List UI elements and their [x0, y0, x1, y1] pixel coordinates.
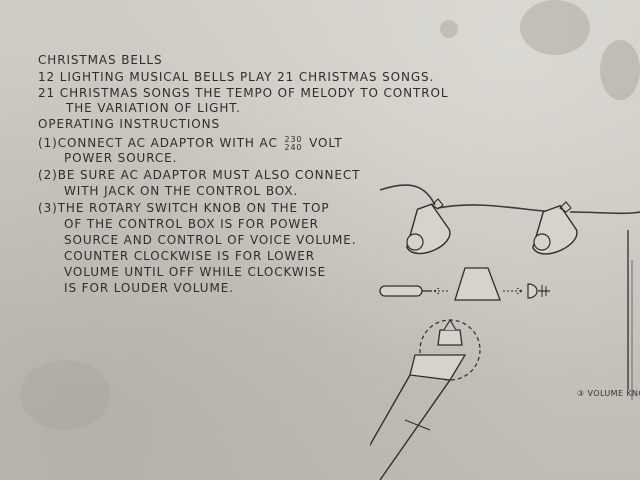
wire-line	[379, 184, 436, 206]
stain-mark	[520, 0, 590, 55]
step-3-line: SOURCE AND CONTROL OF VOICE VOLUME.	[64, 233, 357, 247]
operating-heading: OPERATING INSTRUCTIONS	[38, 117, 221, 131]
bell-icon	[454, 267, 501, 301]
bulb-detail-icon	[409, 318, 467, 381]
plug-icon	[379, 285, 450, 297]
stain-mark	[20, 360, 110, 430]
bell-wiring-diagram	[370, 184, 640, 480]
stain-mark	[600, 40, 640, 100]
step-1-line: (1)CONNECT AC ADAPTOR WITH AC 230 240 VO…	[38, 132, 343, 154]
step-3-line: COUNTER CLOCKWISE IS FOR LOWER	[64, 249, 315, 263]
voltage-top: 230	[284, 134, 303, 144]
intro-line: THE VARIATION OF LIGHT.	[66, 101, 241, 115]
cable-line	[404, 419, 431, 431]
bell-icon	[532, 201, 578, 255]
intro-line: 21 CHRISTMAS SONGS THE TEMPO OF MELODY T…	[38, 86, 449, 100]
connector-icon	[503, 283, 550, 299]
step-2-line: (2)BE SURE AC ADAPTOR MUST ALSO CONNECT	[38, 168, 361, 182]
step-3-line: IS FOR LOUDER VOLUME.	[64, 281, 234, 295]
step-1-suffix: VOLT	[309, 136, 343, 150]
wire-line	[437, 204, 556, 213]
step-3-line: VOLUME UNTIL OFF WHILE CLOCKWISE	[64, 265, 327, 279]
step-2-line: WITH JACK ON THE CONTROL BOX.	[64, 184, 299, 198]
step-1-line: POWER SOURCE.	[64, 151, 178, 165]
cable-line	[379, 379, 451, 480]
bell-icon	[406, 198, 451, 255]
step-3-line: OF THE CONTROL BOX IS FOR POWER	[64, 217, 319, 231]
arrow-icon	[503, 287, 523, 295]
step-1-prefix: (1)CONNECT AC ADAPTOR WITH AC	[38, 136, 278, 150]
voltage-bottom: 240	[284, 142, 303, 152]
stain-mark	[440, 20, 458, 38]
arrow-icon	[433, 287, 450, 295]
wire-line	[569, 211, 640, 215]
voltage-fraction: 230 240	[284, 134, 303, 152]
volume-knob-callout-label: ③ VOLUME KNO	[577, 389, 640, 398]
step-3-line: (3)THE ROTARY SWITCH KNOB ON THE TOP	[38, 201, 330, 215]
cable-line	[370, 374, 411, 447]
product-title: CHRISTMAS BELLS	[38, 53, 163, 67]
intro-line: 12 LIGHTING MUSICAL BELLS PLAY 21 CHRIST…	[38, 70, 435, 84]
